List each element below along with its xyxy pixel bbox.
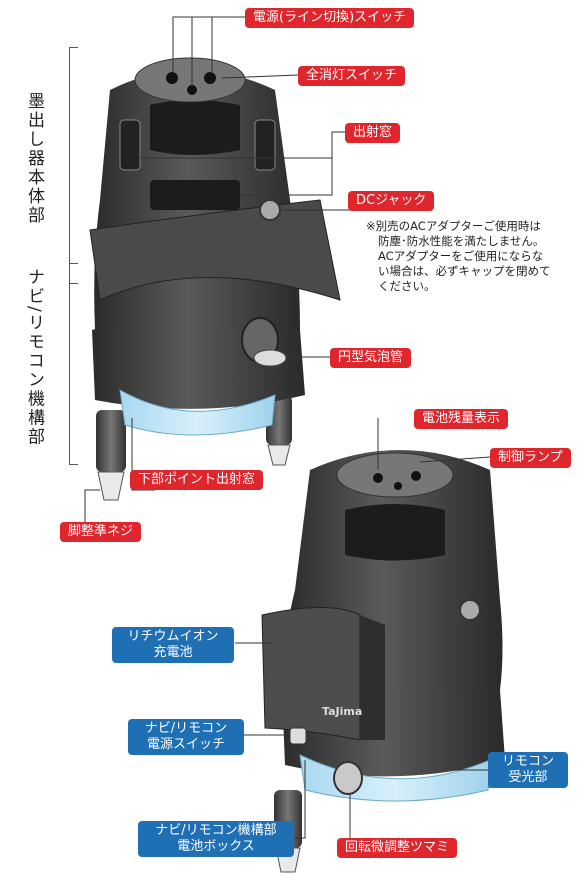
dc-note-line: い場合は、必ずキャップを閉めて: [378, 264, 551, 278]
laser-marker-top: [89, 57, 341, 501]
leg-screw-label: 脚整準ネジ: [60, 522, 142, 542]
dc-jack-label: DCジャック: [348, 191, 435, 211]
emission-window-label: 出射窓: [345, 123, 401, 143]
navi-power-line2: 電源スイッチ: [146, 737, 225, 752]
laser-marker-bottom: TaJima: [261, 450, 505, 873]
lower-section-label: ナビ/リモコン機構部: [24, 268, 44, 447]
navi-power-switch-label: ナビ/リモコン 電源スイッチ: [128, 719, 244, 755]
power-switch-label: 電源(ライン切換)スイッチ: [245, 8, 415, 28]
dc-note-line: 防塵･防水性能を満たしません。: [378, 234, 545, 248]
navi-power-line1: ナビ/リモコン: [144, 721, 228, 736]
battery-indicator-label: 電池残量表示: [414, 409, 509, 429]
lithium-battery-line2: 充電池: [153, 645, 193, 660]
lower-point-window-label: 下部ポイント出射窓: [130, 470, 264, 490]
upper-section-label: 墨出し器本体部: [24, 92, 44, 225]
all-off-switch-label: 全消灯スイッチ: [298, 66, 406, 86]
remote-receiver-label: リモコン 受光部: [488, 752, 568, 788]
navi-battery-line1: ナビ/リモコン機構部: [155, 823, 277, 838]
navi-battery-box-label: ナビ/リモコン機構部 電池ボックス: [138, 821, 294, 857]
lower-section-bracket: [69, 263, 78, 465]
lithium-battery-label: リチウムイオン 充電池: [112, 627, 234, 663]
remote-receiver-line1: リモコン: [501, 754, 554, 769]
dc-jack-note: ※別売のACアダプターご使用時は 防塵･防水性能を満たしません。 ACアダプター…: [366, 219, 584, 294]
upper-section-bracket: [69, 47, 78, 284]
dc-note-line: ACアダプターをご使用にならな: [378, 249, 544, 263]
fine-knob-label: 回転微調整ツマミ: [337, 838, 458, 858]
control-lamp-label: 制御ランプ: [490, 448, 571, 468]
dc-note-line: ください。: [378, 279, 436, 293]
remote-receiver-line2: 受光部: [508, 770, 548, 785]
lithium-battery-line1: リチウムイオン: [127, 629, 219, 644]
dc-note-line: ※別売のACアダプターご使用時は: [366, 219, 541, 233]
navi-battery-line2: 電池ボックス: [177, 839, 255, 854]
circular-bubble-label: 円型気泡管: [330, 348, 412, 368]
brand-text: TaJima: [322, 705, 362, 718]
